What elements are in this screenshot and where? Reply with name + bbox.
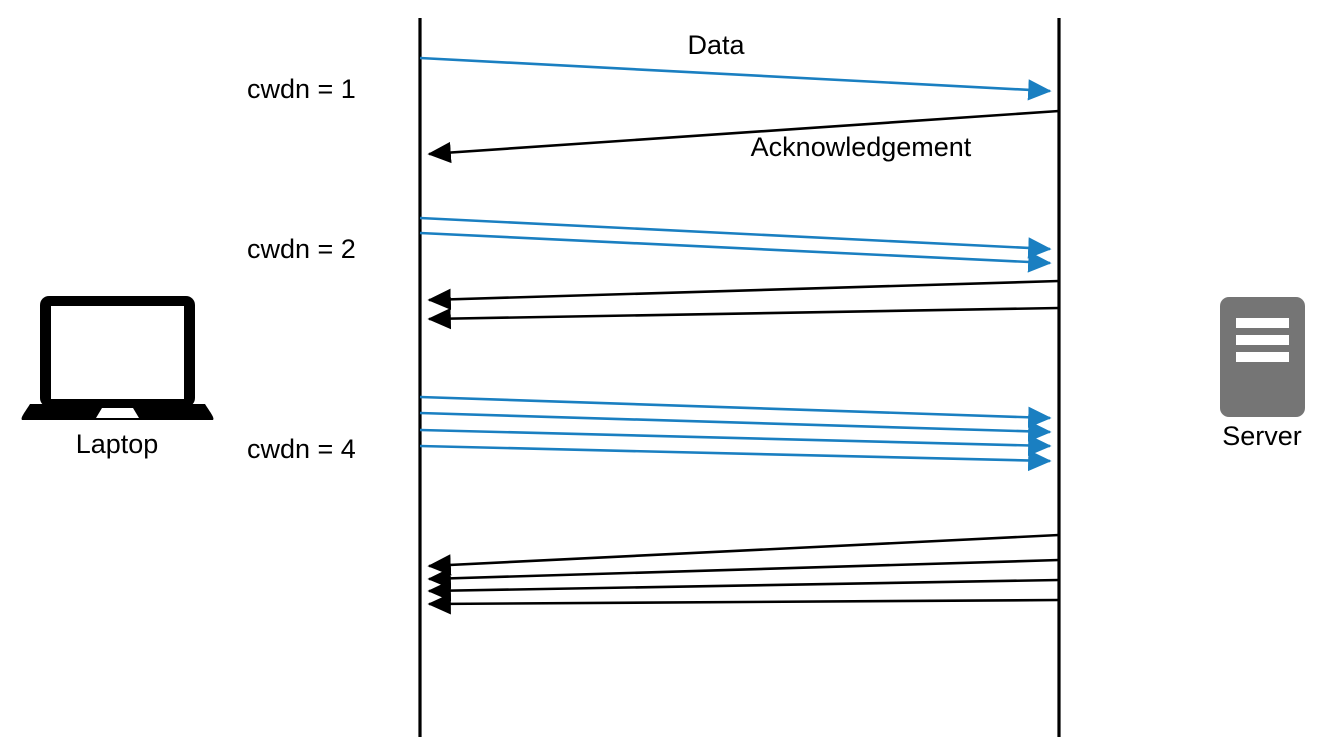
server-slot-3 [1236, 352, 1289, 362]
data-arrow-3-3 [419, 428, 1052, 457]
ack-arrows-group [427, 109, 1060, 615]
lifelines-group [418, 18, 1061, 737]
cwnd-label-round-2: cwdn = 2 [247, 234, 356, 264]
data-arrow-3-2 [419, 411, 1052, 442]
cwnd-label-round-3: cwdn = 4 [247, 434, 356, 464]
data-arrow-1-1 [419, 56, 1052, 101]
data-message-label: Data [687, 30, 745, 60]
server-slot-2 [1236, 335, 1289, 345]
data-arrow-3-1 [419, 395, 1052, 428]
data-arrow-2-2 [419, 231, 1052, 273]
ack-arrow-3-3 [427, 578, 1060, 602]
laptop-icon [21, 296, 214, 420]
ack-arrow-3-4 [427, 593, 1060, 615]
ack-arrow-2-2 [427, 306, 1060, 330]
acknowledgement-message-label: Acknowledgement [751, 132, 972, 162]
ack-arrow-3-1 [427, 533, 1060, 576]
ack-arrow-1-1 [427, 109, 1060, 164]
ack-arrow-3-2 [427, 558, 1060, 589]
data-arrow-2-1 [419, 216, 1052, 259]
server-icon [1220, 297, 1305, 417]
laptop-caption: Laptop [76, 429, 159, 459]
ack-arrow-2-1 [427, 279, 1060, 310]
cwnd-label-round-1: cwdn = 1 [247, 74, 356, 104]
data-arrow-3-4 [419, 444, 1052, 472]
data-arrows-group [419, 56, 1052, 472]
server-slot-1 [1236, 318, 1289, 328]
server-caption: Server [1222, 421, 1302, 451]
